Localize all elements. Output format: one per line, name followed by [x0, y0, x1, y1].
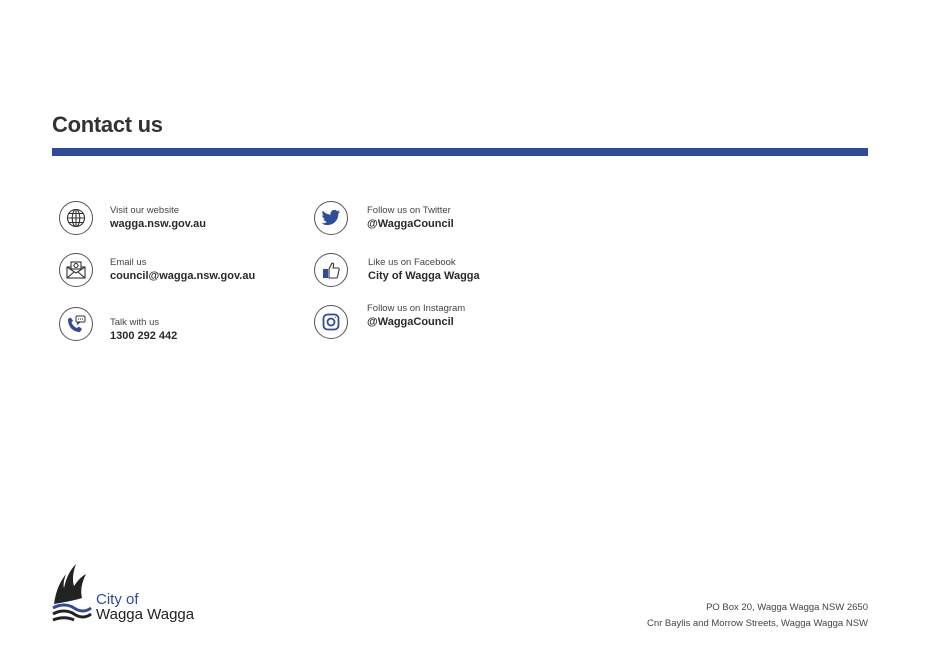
council-logo: City of Wagga Wagga [52, 560, 194, 624]
globe-icon [59, 201, 93, 235]
crow-logo-icon [52, 564, 92, 622]
contact-email[interactable]: Email us council@wagga.nsw.gov.au [59, 253, 255, 287]
email-link[interactable]: council@wagga.nsw.gov.au [110, 269, 256, 282]
contact-email-label: Email us [110, 256, 147, 268]
phone-link[interactable]: 1300 292 442 [110, 329, 178, 342]
logo-line1: City of [96, 590, 139, 608]
logo-line2: Wagga Wagga [96, 606, 195, 624]
contact-instagram-label: Follow us on Instagram [367, 302, 466, 314]
contact-website[interactable]: Visit our website wagga.nsw.gov.au [59, 201, 206, 235]
twitter-link[interactable]: @WaggaCouncil [367, 217, 454, 230]
thumbs-up-icon [314, 253, 348, 287]
contact-phone[interactable]: Talk with us 1300 292 442 [59, 305, 177, 344]
address-line1: PO Box 20, Wagga Wagga NSW 2650 [706, 602, 868, 613]
contact-instagram[interactable]: Follow us on Instagram @WaggaCouncil [314, 302, 466, 339]
twitter-icon [314, 201, 348, 235]
contact-website-label: Visit our website [110, 204, 179, 216]
facebook-link[interactable]: City of Wagga Wagga [368, 269, 480, 282]
instagram-link[interactable]: @WaggaCouncil [367, 315, 454, 328]
postal-address: PO Box 20, Wagga Wagga NSW 2650 Cnr Bayl… [647, 600, 868, 632]
title-divider [52, 148, 868, 156]
contact-facebook-label: Like us on Facebook [368, 256, 456, 268]
email-icon [59, 253, 93, 287]
contact-facebook[interactable]: Like us on Facebook City of Wagga Wagga [314, 253, 480, 287]
address-line2: Cnr Baylis and Morrow Streets, Wagga Wag… [646, 618, 868, 630]
phone-chat-icon [59, 307, 93, 342]
contact-twitter-label: Follow us on Twitter [367, 204, 451, 216]
contact-phone-label: Talk with us [110, 317, 160, 328]
page-title: Contact us [52, 112, 163, 137]
website-link[interactable]: wagga.nsw.gov.au [110, 217, 206, 230]
instagram-icon [314, 305, 348, 339]
contact-twitter[interactable]: Follow us on Twitter @WaggaCouncil [314, 201, 454, 235]
